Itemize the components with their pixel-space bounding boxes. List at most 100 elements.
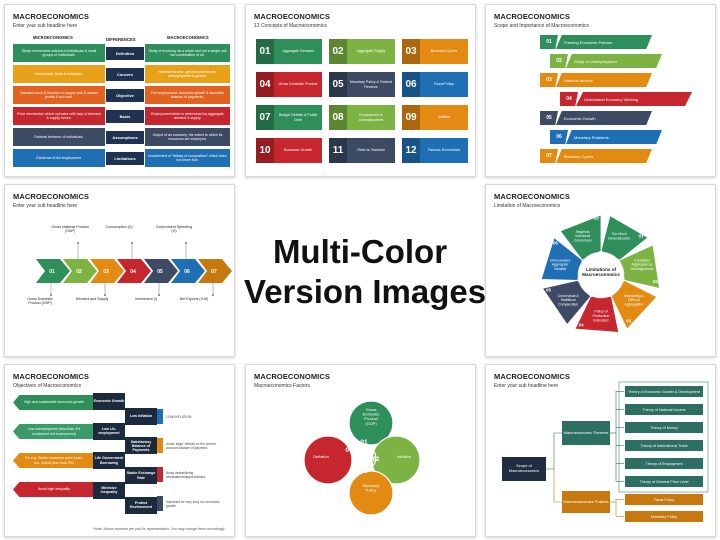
ribbon-number: 04 bbox=[560, 92, 578, 106]
process-step: 05 bbox=[144, 259, 178, 283]
branch-policies: Macroeconomics Policies bbox=[562, 491, 610, 513]
factor-label: Deflation bbox=[313, 454, 329, 459]
slide-thumb-objectives[interactable]: MACROECONOMICS Objectives of Macroeconom… bbox=[4, 364, 235, 537]
objective-label: Economic Growth bbox=[93, 393, 125, 410]
slide-subtitle: 12 Concepts of Macroeconomics bbox=[254, 23, 327, 29]
row-micro-cell: Existence of full employment. bbox=[13, 149, 105, 167]
main-heading: Multi-Color Version Images bbox=[244, 232, 486, 312]
row-micro-cell: Rational behavior of individuals. bbox=[13, 128, 105, 146]
segment-number: 05 bbox=[546, 287, 552, 292]
segment-number: 03 bbox=[626, 318, 632, 323]
process-step: 06 bbox=[171, 259, 205, 283]
ribbon-number: 03 bbox=[540, 73, 558, 87]
ribbon-number: 01 bbox=[540, 35, 558, 49]
factor-number: 01 bbox=[360, 439, 368, 446]
footnote: *Note: Above numbers are just for repres… bbox=[93, 527, 226, 531]
concept-label: Monetary Policy & Federal Reserve bbox=[349, 80, 393, 89]
concept-number: 03 bbox=[402, 39, 420, 64]
objective-left-item: Low unemployment (less than 3% considere… bbox=[13, 424, 93, 439]
ribbon-label: Monetary Problems bbox=[566, 130, 662, 144]
row-difference-label: Assumptions bbox=[106, 130, 144, 144]
tree-connectors bbox=[546, 381, 709, 517]
col-header-macro: MACROECONOMICS bbox=[167, 35, 209, 40]
slide-thumb-gdp-process[interactable]: MACROECONOMICS Enter your sub headline h… bbox=[4, 184, 235, 357]
label-net-exports: Net Exports (X-M) bbox=[179, 297, 209, 301]
theory-item: Theory of General Price Level bbox=[624, 475, 704, 488]
process-step: 02 bbox=[63, 259, 97, 283]
policy-item: Fiscal Policy bbox=[624, 493, 704, 506]
concept-number: 12 bbox=[402, 138, 420, 163]
label-consumption: Consumption (C) bbox=[105, 225, 133, 229]
row-micro-cell: Price mechanism which operates with help… bbox=[13, 107, 105, 125]
row-macro-cell: Involvement of "fallacy of composition" … bbox=[145, 149, 230, 167]
label-demand-supply: Demand and Supply bbox=[75, 297, 109, 301]
concept-label: Aggregate Demand bbox=[282, 49, 314, 54]
policy-item: Monetary Policy bbox=[624, 510, 704, 523]
theory-item: Theory of National Income bbox=[624, 403, 704, 416]
ribbon-label: Economic Growth bbox=[556, 111, 652, 125]
objective-label: Stable Exchange Rate bbox=[125, 467, 157, 484]
row-difference-label: Objective bbox=[106, 88, 144, 102]
step-number: 05 bbox=[157, 269, 163, 275]
row-macro-cell: National income, general price levels, u… bbox=[145, 65, 230, 83]
slide-thumb-scope-tree[interactable]: MACROECONOMICS Enter your sub headline h… bbox=[485, 364, 716, 537]
concept-number: 02 bbox=[329, 39, 347, 64]
slide-subtitle: Objectives of Macroeconomics bbox=[13, 383, 82, 389]
row-micro-cell: Study of economic actions of individuals… bbox=[13, 44, 105, 62]
col-header-micro: MICROECONOMICS bbox=[33, 35, 73, 40]
label-gdp: Gross Domestic Product (GDP) bbox=[27, 297, 53, 306]
step-number: 01 bbox=[49, 269, 55, 275]
slide-thumb-micro-vs-macro[interactable]: MACROECONOMICS Enter your sub headline h… bbox=[4, 4, 235, 177]
ribbon-label: Study of Unemployment bbox=[566, 54, 662, 68]
process-step: 01 bbox=[36, 259, 70, 283]
concept-label: Inflation bbox=[437, 115, 451, 120]
objective-right-item: LOW INFLATION bbox=[157, 409, 231, 424]
concept-label: Budget Deficits & Public Debt bbox=[278, 113, 318, 122]
wheel-center-label: Limitations of Macroeconomics bbox=[582, 267, 620, 278]
factor-circle: Inflation bbox=[371, 435, 421, 485]
slide-thumb-factors[interactable]: MACROECONOMICS Macroeconomics Factors Gr… bbox=[245, 364, 476, 537]
row-micro-cell: Demand curve & theories on supply side &… bbox=[13, 86, 105, 104]
factor-number: 03 bbox=[360, 468, 368, 475]
heading-line-1: Multi-Color bbox=[272, 233, 448, 270]
slide-thumb-limitations[interactable]: MACROECONOMICS Limitation of Macroeconom… bbox=[485, 184, 716, 357]
factor-circle: Deflation bbox=[303, 435, 353, 485]
ribbon-label: National Income bbox=[556, 73, 652, 87]
slide-subtitle: Limitation of Macroeconomics bbox=[494, 203, 561, 209]
row-difference-label: Concern bbox=[106, 67, 144, 81]
row-macro-cell: Study of economy as a whole and not a si… bbox=[145, 44, 230, 62]
row-macro-cell: Output of an economy, the extent to whic… bbox=[145, 128, 230, 146]
ribbon-number: 07 bbox=[540, 149, 558, 163]
objective-left-item: For e.g. Stable consumer price index, lo… bbox=[13, 453, 93, 468]
process-step: 03 bbox=[90, 259, 124, 283]
factor-number: 04 bbox=[345, 447, 353, 454]
concept-number: 10 bbox=[256, 138, 274, 163]
slide-thumb-12-concepts[interactable]: MACROECONOMICS 12 Concepts of Macroecono… bbox=[245, 4, 476, 177]
concept-number: 06 bbox=[402, 72, 420, 97]
slide-title: MACROECONOMICS bbox=[494, 192, 570, 201]
segment-number: 06 bbox=[553, 240, 559, 245]
factor-label: Inflation bbox=[397, 454, 411, 459]
theory-item: Theory of Employment bbox=[624, 457, 704, 470]
theory-item: Theory of Economic Growth & Development bbox=[624, 385, 704, 398]
theory-item: Theory of Money bbox=[624, 421, 704, 434]
ribbon-number: 05 bbox=[540, 111, 558, 125]
slide-thumb-scope-importance[interactable]: MACROECONOMICS Scope and Importance of M… bbox=[485, 4, 716, 177]
concept-number: 01 bbox=[256, 39, 274, 64]
objective-label: Minimize Inequality bbox=[93, 481, 125, 499]
scope-root: Scope of Macroeconomics bbox=[502, 457, 546, 481]
objective-left-item: Avoid high inequality bbox=[13, 482, 93, 497]
